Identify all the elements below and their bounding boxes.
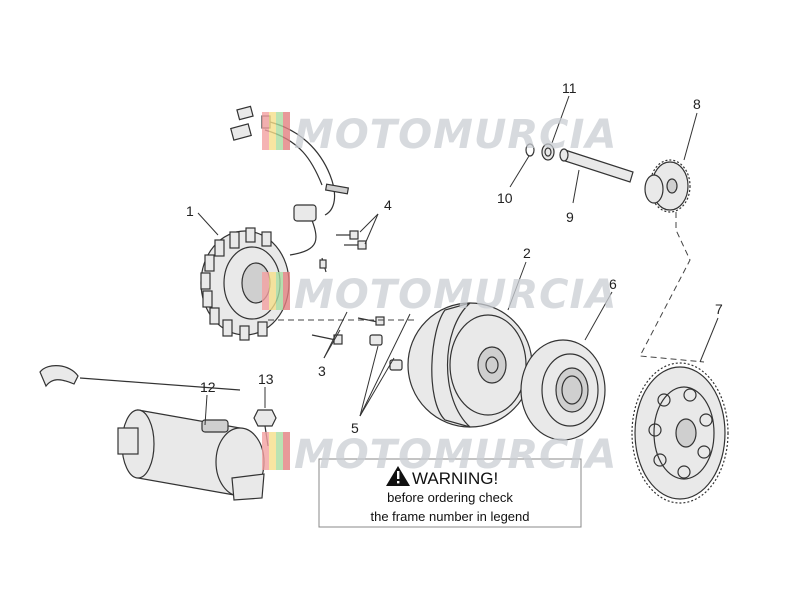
flywheel-rotor (407, 302, 533, 428)
starter-gear (631, 362, 729, 504)
warning-triangle-icon (386, 466, 410, 486)
watermark-top: MOTOMURCIA (262, 112, 617, 158)
bolts-part-5 (369, 334, 403, 371)
callout-3: 3 (318, 363, 326, 379)
bolt-part-13 (253, 409, 277, 447)
callout-12: 12 (200, 379, 216, 395)
watermark-middle: MOTOMURCIA (262, 272, 617, 318)
watermark-logo-icon (262, 112, 290, 150)
watermark-text: MOTOMURCIA (294, 432, 617, 478)
callout-7: 7 (715, 301, 723, 317)
warning-title: WARNING! (412, 469, 498, 488)
callout-6: 6 (609, 276, 617, 292)
warning-box (318, 458, 582, 528)
watermark-text: MOTOMURCIA (294, 112, 617, 158)
callout-1: 1 (186, 203, 194, 219)
freewheel-clutch (520, 339, 606, 441)
double-gear (644, 159, 691, 213)
callout-4: 4 (384, 197, 392, 213)
callout-8: 8 (693, 96, 701, 112)
leader-lines (197, 95, 719, 426)
gear-shaft (559, 148, 634, 183)
stator-poles (200, 227, 272, 341)
callout-13: 13 (258, 371, 274, 387)
callout-2: 2 (523, 245, 531, 261)
warning-notice: WARNING! before ordering check the frame… (318, 458, 582, 528)
callout-numbers: 1 2 3 4 5 6 7 8 9 10 11 12 13 (186, 80, 723, 436)
starter-motor (39, 365, 265, 501)
callout-10: 10 (497, 190, 513, 206)
screws-part-4 (336, 230, 367, 250)
callout-11: 11 (562, 80, 577, 96)
washers (525, 143, 555, 161)
warning-line-2: the frame number in legend (371, 509, 530, 524)
warning-line-1: before ordering check (387, 490, 513, 505)
watermark-logo-icon (262, 432, 290, 470)
watermark-bottom: MOTOMURCIA (262, 432, 617, 478)
watermark-logo-icon (262, 272, 290, 310)
callout-5: 5 (351, 420, 359, 436)
callout-9: 9 (566, 209, 574, 225)
watermark-text: MOTOMURCIA (294, 272, 617, 318)
